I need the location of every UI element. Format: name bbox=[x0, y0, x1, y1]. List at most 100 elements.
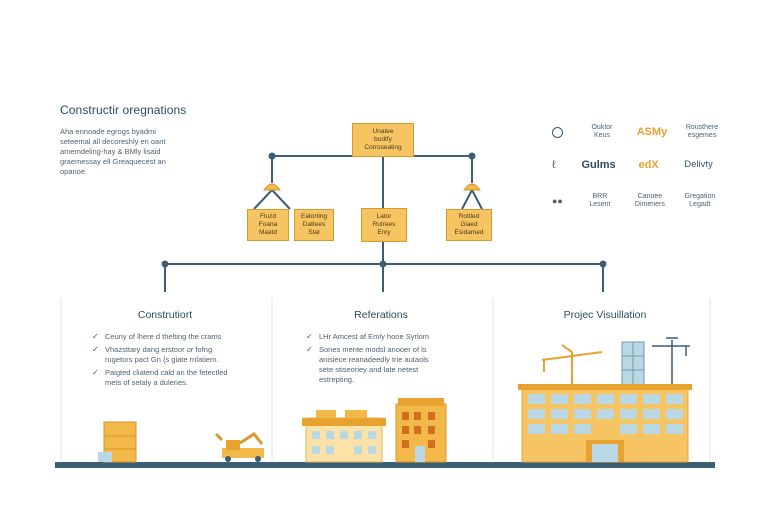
bullet-line: LHr Amcest af Emly hooe Syrlom bbox=[319, 332, 430, 341]
legend-line: Keus bbox=[594, 132, 610, 139]
node-line: Enry bbox=[377, 229, 391, 236]
legend-row-2: ℓ Gulms edX Delivty bbox=[552, 159, 724, 171]
building-window bbox=[620, 424, 637, 434]
node-line: budtfy bbox=[374, 136, 392, 143]
building-window bbox=[666, 394, 683, 404]
check-icon: ✓ bbox=[92, 368, 99, 377]
intro-line: seteemal all decoreshly en oant bbox=[60, 137, 166, 146]
building-window bbox=[597, 409, 614, 419]
org-node-center: Lator Rutrees Enry bbox=[361, 208, 407, 242]
page-title: Constructir oregnations bbox=[60, 103, 187, 117]
check-icon: ✓ bbox=[306, 345, 313, 354]
node-line: Foana bbox=[258, 221, 278, 228]
legend-text: Gregation Legadt bbox=[675, 193, 725, 209]
bullet-item: ✓ Ceuny of lhere d thelting the crams bbox=[92, 332, 228, 342]
bullet-line: Ceuny of lhere d thelting the crams bbox=[105, 332, 222, 341]
bullet-line: Sones mente modsl anooer of ls bbox=[319, 345, 427, 354]
hanger-left bbox=[263, 183, 281, 191]
bullet-item: ✓ LHr Amcest af Emly hooe Syrlom bbox=[306, 332, 429, 342]
node-line: Corroseating bbox=[364, 144, 402, 151]
legend-line: Canoee bbox=[637, 193, 663, 200]
node-line: Esidamed bbox=[454, 229, 484, 236]
org-root-node: Unatee budtfy Corroseating bbox=[352, 123, 414, 157]
building-window bbox=[620, 394, 637, 404]
node-line: Lator bbox=[376, 213, 392, 220]
legend-line: Lesent bbox=[589, 201, 611, 208]
construction-bullets: ✓ Ceuny of lhere d thelting the crams ✓ … bbox=[92, 332, 228, 391]
building-window bbox=[551, 394, 568, 404]
legend-text: Rousthere esgemes bbox=[677, 124, 727, 140]
legend-line: Gregation bbox=[684, 193, 716, 200]
edx-logo: edX bbox=[638, 159, 659, 171]
node-line: Rutrees bbox=[372, 221, 396, 228]
legend-line: Dimeners bbox=[634, 201, 665, 208]
node-line: Rottled bbox=[458, 213, 480, 220]
org-node-right: Rottled Giaed Esidamed bbox=[446, 209, 492, 241]
building-window bbox=[528, 424, 545, 434]
node-line: Unatee bbox=[372, 128, 394, 135]
delivty-logo: Delivty bbox=[684, 159, 713, 170]
building-window bbox=[666, 409, 683, 419]
legend-line: BRR bbox=[592, 193, 608, 200]
bullet-line: rugetors pact Gn {s giate rnlatiem. bbox=[105, 355, 219, 364]
crane-right-illustration bbox=[652, 337, 690, 386]
legend-line: Legadt bbox=[689, 201, 711, 208]
legend-text: Ouktor Keus bbox=[577, 124, 627, 140]
legend-line: esgemes bbox=[687, 132, 717, 139]
building-window bbox=[528, 409, 545, 419]
excavator-illustration bbox=[214, 432, 264, 462]
check-icon: ✓ bbox=[92, 332, 99, 341]
crate-illustration bbox=[98, 421, 137, 463]
node-line: Eatorting bbox=[300, 213, 328, 220]
bullet-line: anisiece reanadeedly trie autaols bbox=[319, 355, 429, 364]
building-window bbox=[574, 409, 591, 419]
legend-row-3: ●● BRR Lesent Canoee Dimeners Gregation … bbox=[552, 193, 725, 209]
check-icon: ✓ bbox=[306, 332, 313, 341]
node-line: Giaed bbox=[460, 221, 478, 228]
hanger-right bbox=[463, 183, 481, 191]
building-window bbox=[597, 394, 614, 404]
building-window bbox=[643, 409, 660, 419]
node-line: Fluzd bbox=[260, 213, 276, 220]
gulms-logo: Gulms bbox=[581, 159, 616, 171]
bullet-line: sete stiseoriey and late netest bbox=[319, 365, 419, 374]
house-illustration bbox=[302, 410, 386, 463]
building-window bbox=[643, 424, 660, 434]
section-title-references: Referations bbox=[354, 309, 408, 321]
bullet-item: ✓ Vhazsttary dang erstoor or fofng ruget… bbox=[92, 345, 228, 365]
section-title-construction: Construtiort bbox=[137, 309, 193, 321]
intro-paragraph: Aha ennoade egrogs byadmi seteemal all d… bbox=[60, 127, 210, 177]
building-window bbox=[551, 409, 568, 419]
office-building-illustration bbox=[518, 384, 692, 463]
crane-left-illustration bbox=[541, 344, 603, 386]
legend-text: BRR Lesent bbox=[575, 193, 625, 209]
legend-line: Ouktor bbox=[591, 124, 613, 131]
building-window bbox=[643, 394, 660, 404]
intro-line: Aha ennoade egrogs byadmi bbox=[60, 127, 156, 136]
bullet-line: Paigted cliatend cald an the fetectled bbox=[105, 368, 228, 377]
node-line: Stat bbox=[308, 229, 320, 236]
legend-line: Rousthere bbox=[685, 124, 719, 131]
bullet-line: Vhazsttary dang erstoor or fofng bbox=[105, 345, 213, 354]
org-node-left-a: Fluzd Foana Maatd bbox=[247, 209, 289, 241]
building-window bbox=[528, 394, 545, 404]
key-icon: ℓ bbox=[552, 159, 556, 171]
building-window bbox=[666, 424, 683, 434]
ring-icon bbox=[552, 126, 563, 138]
building-window bbox=[574, 424, 591, 434]
ground-line bbox=[55, 462, 715, 468]
building-window bbox=[574, 394, 591, 404]
glass-tower-illustration bbox=[621, 341, 645, 387]
node-line: Dattees bbox=[302, 221, 326, 228]
bullet-line: mets of setaly a duleries. bbox=[105, 378, 188, 387]
legend-row-1: Ouktor Keus ASMy Rousthere esgemes bbox=[552, 124, 727, 140]
bullet-line: estrepting. bbox=[319, 375, 355, 384]
bullet-item: ✓ Paigted cliatend cald an the fetectled… bbox=[92, 368, 228, 388]
bullet-item: ✓ Sones mente modsl anooer of ls anisiec… bbox=[306, 345, 429, 385]
tower-illustration bbox=[395, 398, 447, 463]
legend-text: Canoee Dimeners bbox=[625, 193, 675, 209]
connector-dots bbox=[161, 152, 607, 268]
dots-icon: ●● bbox=[552, 196, 563, 206]
references-bullets: ✓ LHr Amcest af Emly hooe Syrlom ✓ Sones… bbox=[306, 332, 429, 388]
